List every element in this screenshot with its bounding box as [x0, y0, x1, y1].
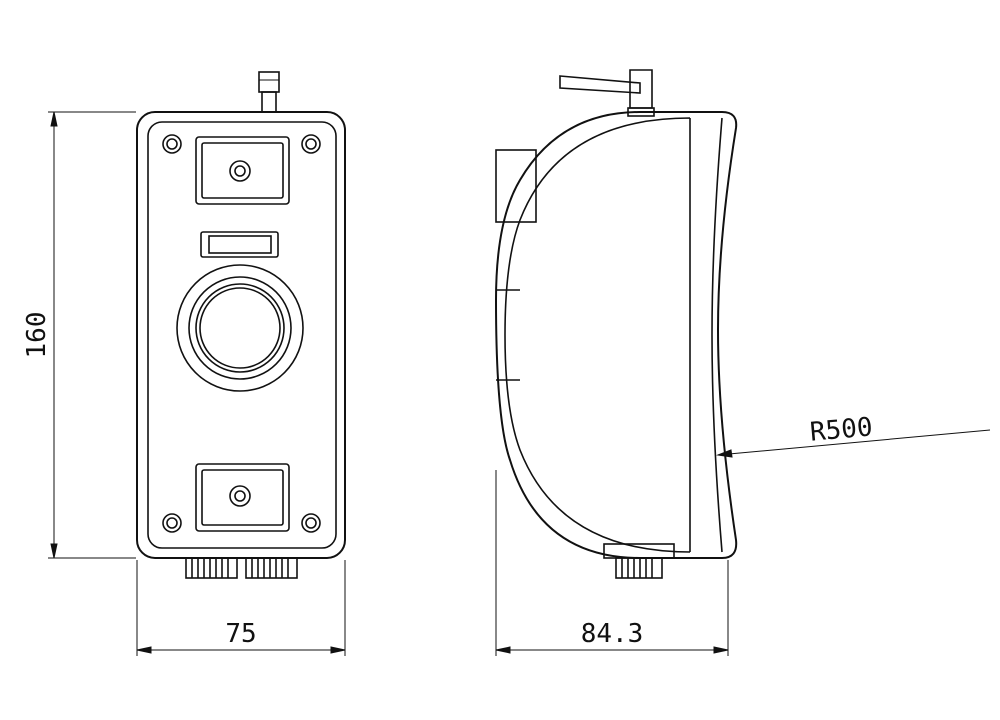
main-push-button	[176, 264, 304, 392]
depth-label: 84.3	[581, 619, 644, 649]
side-front-edge	[711, 117, 723, 553]
antenna-icon	[258, 71, 280, 113]
front-housing	[136, 111, 346, 559]
indicator-slot	[200, 231, 279, 258]
threaded-connector-icon	[603, 543, 675, 579]
top-key-button	[195, 136, 290, 205]
radius-leader	[716, 429, 991, 458]
height-dimension	[48, 111, 136, 559]
front-plate	[147, 121, 337, 549]
antenna-icon	[559, 69, 655, 117]
side-curved-face	[504, 117, 691, 553]
height-label: 160	[22, 312, 52, 359]
width-label: 75	[225, 619, 256, 649]
rear-mount-block	[495, 149, 537, 223]
side-view	[494, 69, 738, 579]
bottom-key-button	[195, 463, 290, 532]
side-housing-outline	[494, 111, 738, 559]
depth-dimension	[495, 470, 729, 656]
radius-label: R500	[809, 412, 874, 447]
threaded-connector-icon	[185, 557, 298, 579]
front-view	[136, 71, 346, 579]
width-dimension	[136, 560, 346, 656]
screw-icon	[162, 134, 321, 533]
